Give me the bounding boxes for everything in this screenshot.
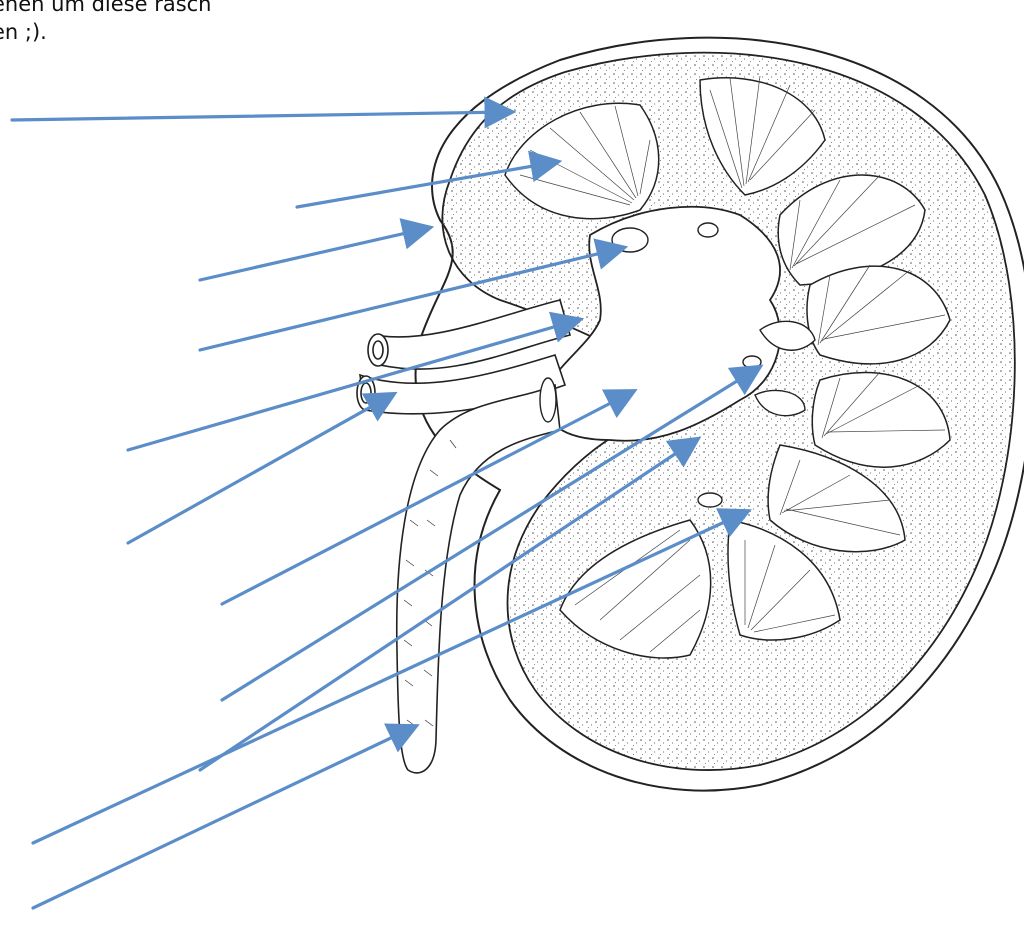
- renal-pelvis-opening: [540, 378, 556, 422]
- label-arrow-6: [128, 395, 392, 543]
- label-arrow-1: [12, 112, 510, 120]
- label-arrow-3: [200, 228, 428, 280]
